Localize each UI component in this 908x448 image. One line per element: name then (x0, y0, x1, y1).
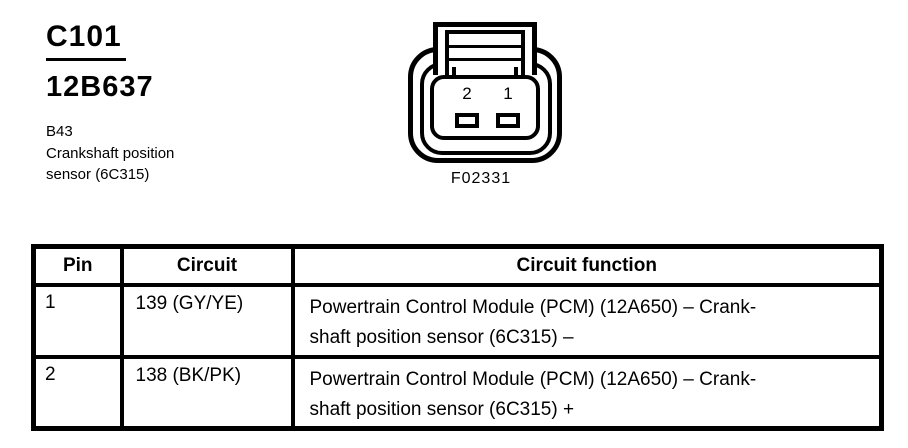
function-cell: Powertrain Control Module (PCM) (12A650)… (290, 354, 884, 431)
pin-table: Pin Circuit Circuit function 1 139 (GY/Y… (31, 244, 884, 431)
table-header-circuit-function: Circuit function (290, 244, 884, 287)
connector-id-title: C101 (46, 20, 122, 53)
pin-label-1: 1 (503, 84, 513, 103)
latch-foot (514, 67, 518, 77)
description-line: Crankshaft position (46, 144, 175, 162)
latch-foot (452, 67, 456, 77)
table-header-row: Pin Circuit Circuit function (31, 244, 884, 287)
function-line: Powertrain Control Module (PCM) (12A650)… (309, 368, 757, 390)
table-row: 1 139 (GY/YE) Powertrain Control Module … (31, 282, 884, 359)
connector-description: B43 Crankshaft position sensor (6C315) (46, 121, 174, 186)
pin-cavity-2 (455, 113, 479, 128)
function-cell: Powertrain Control Module (PCM) (12A650)… (290, 282, 884, 359)
connector-diagram: 2 1 F02331 (395, 10, 577, 200)
table-header-pin: Pin (31, 244, 124, 287)
latch-line (449, 58, 521, 61)
table-row: 2 138 (BK/PK) Powertrain Control Module … (31, 354, 884, 431)
part-number: 12B637 (46, 71, 154, 103)
location-code: B43 (46, 123, 73, 140)
table-header-circuit: Circuit (119, 244, 295, 287)
latch-line (449, 45, 521, 48)
pin-label-2: 2 (462, 84, 472, 103)
connector-id-block: C101 12B637 (46, 20, 154, 103)
pin-cell: 1 (31, 282, 124, 359)
pin-cell: 2 (31, 354, 124, 431)
circuit-cell: 139 (GY/YE) (119, 282, 295, 359)
pin-cavity-1 (496, 113, 520, 128)
circuit-cell: 138 (BK/PK) (119, 354, 295, 431)
function-line: Powertrain Control Module (PCM) (12A650)… (309, 296, 757, 318)
figure-id-label: F02331 (450, 170, 512, 187)
title-underline (46, 58, 126, 61)
connector-pin-area: 2 1 (430, 75, 540, 140)
description-line: sensor (6C315) (46, 166, 150, 183)
function-line: shaft position sensor (6C315) – (309, 326, 574, 348)
function-line: shaft position sensor (6C315) + (309, 398, 575, 420)
